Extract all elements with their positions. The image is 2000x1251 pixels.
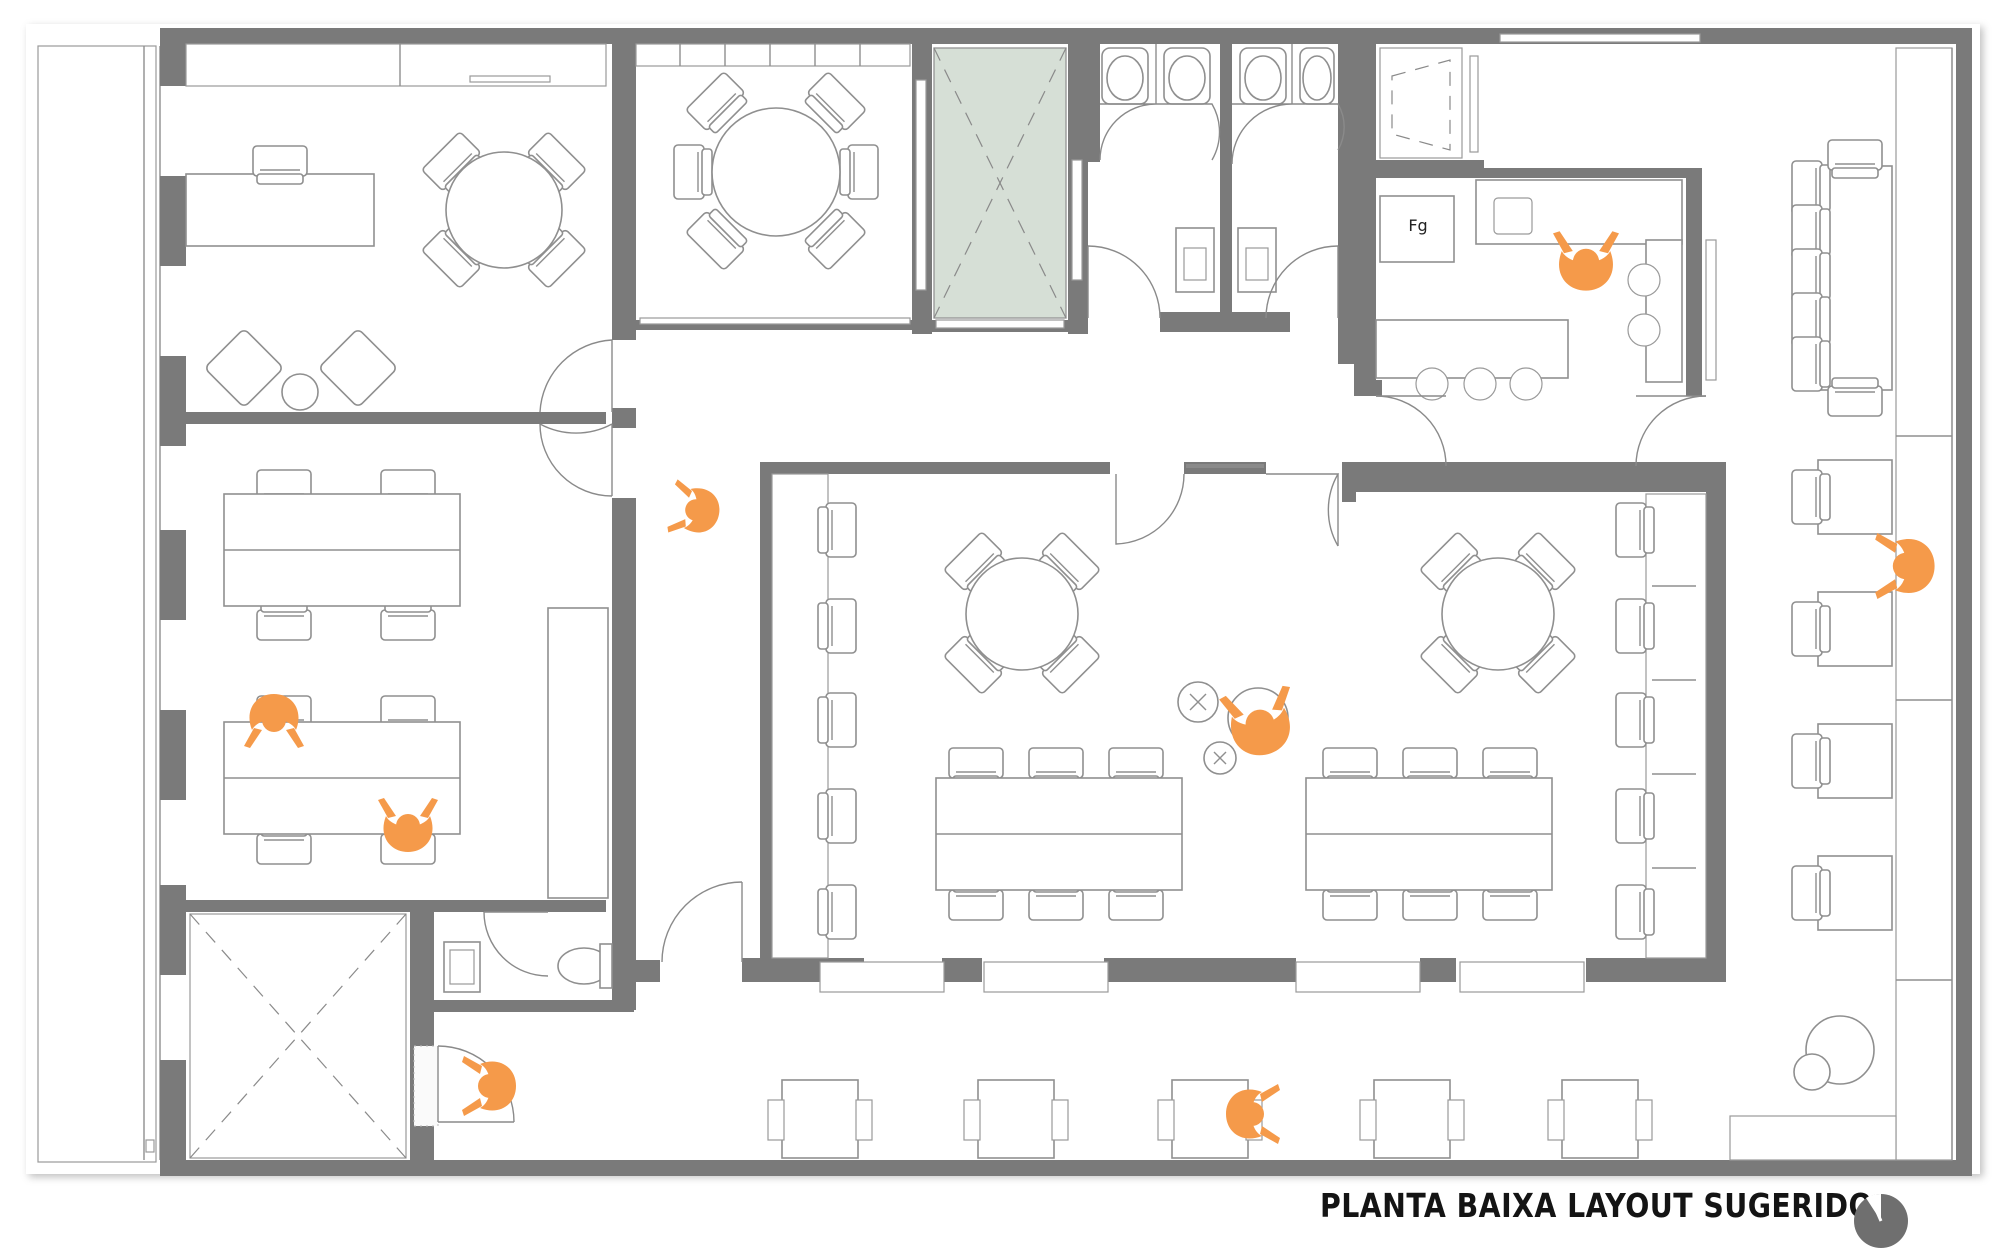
kitchen [1375, 179, 1717, 467]
plan-title: PLANTA BAIXA LAYOUT SUGERIDO [1320, 1186, 1874, 1225]
restrooms [1071, 44, 1345, 319]
fridge-label: Fg [1408, 216, 1428, 235]
storage [1379, 33, 1701, 159]
office-2 [223, 339, 613, 899]
facade-strip [37, 45, 157, 1163]
north-arrow-icon [1854, 1193, 1908, 1248]
service-area [145, 911, 613, 1159]
right-zone [1729, 47, 1953, 1161]
fridge [1379, 195, 1455, 263]
elevator-shaft [933, 47, 1067, 329]
meeting-room-1 [635, 43, 927, 325]
office-1 [185, 43, 607, 411]
